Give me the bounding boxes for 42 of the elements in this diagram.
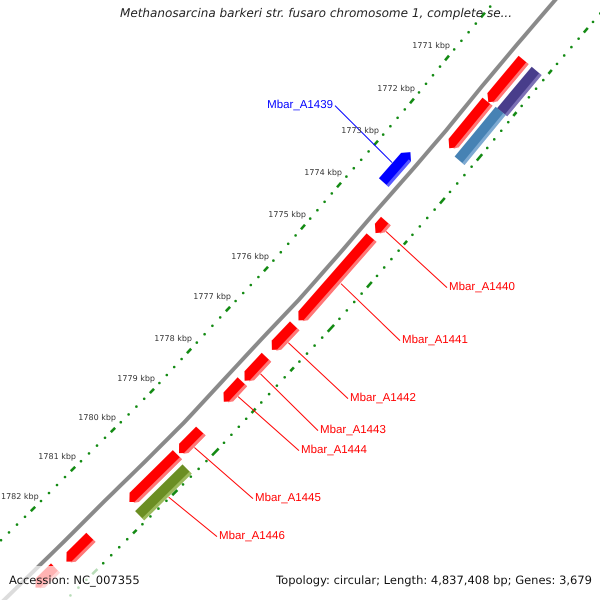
gene-feature — [378, 152, 411, 187]
leader-line — [168, 496, 218, 538]
leader-line — [194, 447, 254, 500]
gene-feature — [224, 377, 248, 402]
gene-block — [454, 106, 506, 165]
gene-feature — [298, 233, 376, 322]
scale-label: 1776 kbp — [231, 252, 269, 262]
scale-label: 1771 kbp — [412, 41, 450, 50]
accession-text: Accession: NC_007355 — [9, 574, 140, 588]
gene-label: Mbar_A1442 — [350, 392, 416, 406]
scale-label: 1775 kbp — [268, 210, 306, 220]
gene-label: Mbar_A1446 — [219, 530, 285, 544]
title: Methanosarcina barkeri str. fusaro chromosome 1, complete se... — [118, 7, 514, 21]
leader-line — [288, 342, 348, 400]
leader-line — [238, 396, 300, 452]
scale-label: 1780 kbp — [78, 413, 116, 422]
gene-feature — [179, 426, 206, 454]
topology-text: Topology: circular; Length: 4,837,408 bp; Genes: 3,679 — [276, 574, 592, 588]
gene-label: Mbar_A1441 — [402, 334, 468, 348]
scale-label: 1779 kbp — [117, 374, 155, 384]
scale-label: 1777 kbp — [193, 292, 231, 302]
gene-label: Mbar_A1439 — [267, 99, 333, 112]
gene-feature — [244, 352, 272, 382]
leader-line — [386, 231, 448, 288]
scale-label: 1781 kbp — [38, 452, 76, 462]
scale-label: 1778 kbp — [154, 334, 192, 344]
gene-label: Mbar_A1443 — [320, 424, 386, 438]
gene-block — [497, 66, 542, 116]
gene-label: Mbar_A1445 — [255, 492, 321, 506]
gene-feature — [374, 216, 391, 234]
leader-line — [334, 105, 393, 164]
gene-block — [135, 464, 192, 520]
gene-label: Mbar_A1444 — [301, 444, 367, 458]
leader-line — [260, 373, 318, 432]
scale-label: 1782 kbp — [1, 492, 39, 502]
gene-feature — [66, 532, 96, 562]
gene-feature — [272, 321, 300, 351]
scale-label: 1774 kbp — [304, 168, 342, 178]
scale-label: 1773 kbp — [341, 126, 379, 136]
leader-line — [340, 283, 400, 342]
scale-label: 1772 kbp — [377, 84, 415, 94]
gene-label: Mbar_A1440 — [449, 281, 515, 294]
